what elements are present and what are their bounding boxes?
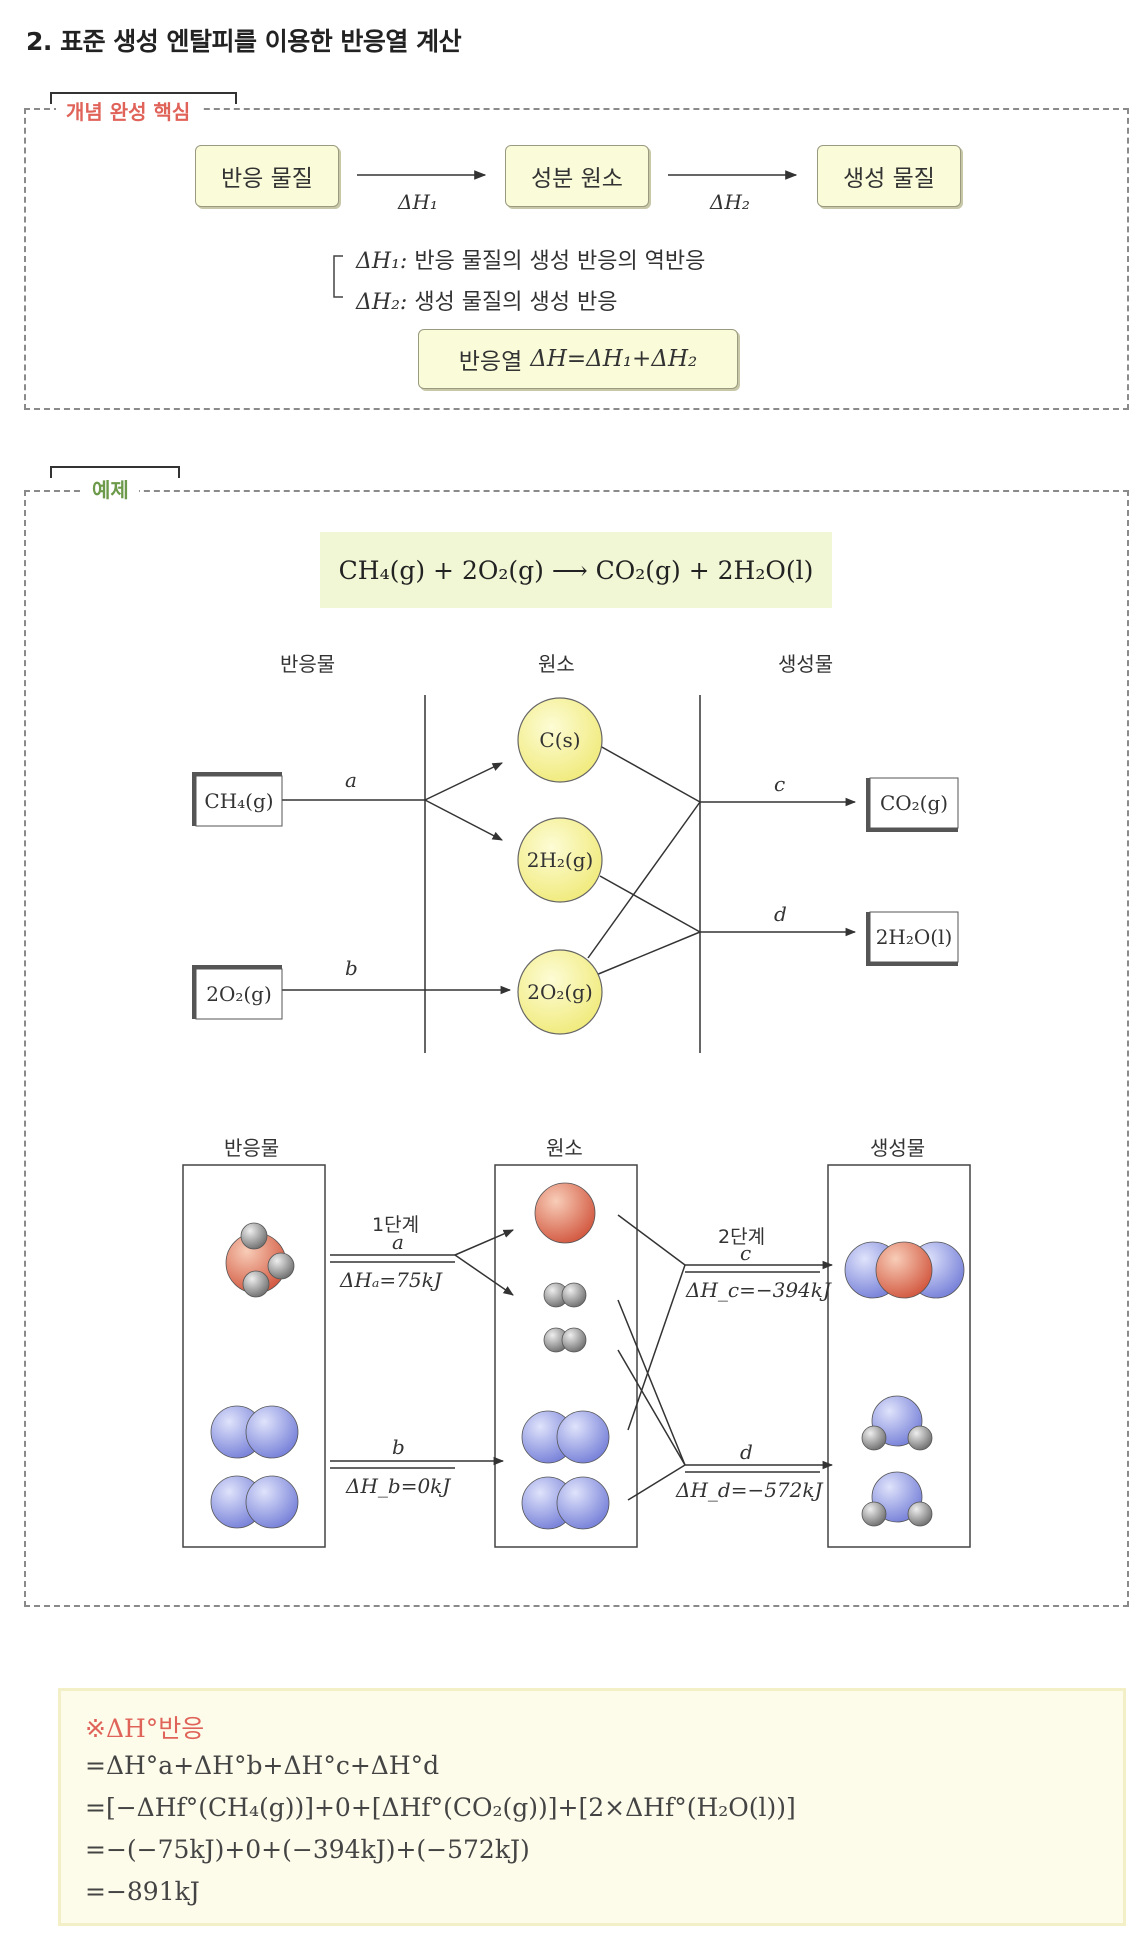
product-co2: CO₂(g) <box>879 791 949 815</box>
reactant-box: 반응 물질 <box>195 145 339 207</box>
element-oxygen-molecule-1 <box>521 1410 610 1464</box>
definition-2-text: 생성 물질의 생성 반응 <box>414 290 618 315</box>
dh1-label: ΔH₁ <box>398 190 438 214</box>
path-d-label: d <box>774 902 787 926</box>
d2-arrow-a-down <box>454 1254 514 1296</box>
path-c-label: c <box>774 772 786 796</box>
d1-col-product: 생성물 <box>778 652 834 676</box>
step1-letter: a <box>392 1230 404 1254</box>
carbon-sphere <box>517 697 603 783</box>
d2-h2-to-dnode <box>617 1299 686 1466</box>
product-h2o: 2H₂O(l) <box>875 925 953 949</box>
definition-1: ΔH₁: 반응 물질의 생성 반응의 역반응 <box>356 243 705 275</box>
ch4-box-frame <box>195 775 283 827</box>
methane-molecule <box>225 1222 295 1298</box>
concept-tag: 개념 완성 핵심 <box>56 96 201 125</box>
note-line-2: =ΔH°a+ΔH°b+ΔH°c+ΔH°d <box>85 1751 440 1780</box>
dh-b-label: ΔH_b=0kJ <box>346 1474 451 1498</box>
element-box: 성분 원소 <box>505 145 649 207</box>
formula-text: ΔH=ΔH₁+ΔH₂ <box>530 346 698 372</box>
equation-box: CH₄(g) + 2O₂(g) ⟶ CO₂(g) + 2H₂O(l) <box>320 532 832 608</box>
page-title: 2. 표준 생성 엔탈피를 이용한 반응열 계산 <box>26 27 462 56</box>
hydrogen-molecule-2 <box>543 1327 587 1353</box>
concept-arrows <box>333 170 798 298</box>
d2-col-element: 원소 <box>546 1136 583 1160</box>
product-box: 생성 물질 <box>817 145 961 207</box>
o2-to-dnode <box>595 931 701 976</box>
step1-label: 1단계 <box>372 1214 420 1236</box>
water-molecule-2 <box>861 1471 933 1527</box>
oxygen-molecule-1 <box>210 1405 299 1459</box>
reactant-ch4: CH₄(g) <box>204 789 274 813</box>
path-a-to-c <box>424 762 503 801</box>
element-h2: 2H₂(g) <box>526 848 594 872</box>
hydrogen-sphere <box>517 817 603 903</box>
concept-section <box>24 108 1129 410</box>
co2-box-frame <box>869 777 959 829</box>
example-tag: 예제 <box>82 474 139 503</box>
d2-arrow-a-up <box>454 1229 514 1256</box>
dh-c-label: ΔH_c=−394kJ <box>686 1278 831 1302</box>
d2-col-product: 생성물 <box>870 1136 926 1160</box>
concept-tag-bracket <box>50 92 237 104</box>
element-o2: 2O₂(g) <box>527 980 593 1004</box>
o2-box-frame <box>195 968 283 1020</box>
step-d-letter: d <box>740 1440 753 1464</box>
dh2-label: ΔH₂ <box>710 190 750 214</box>
calculation-note: ※ΔH°반응 =ΔH°a+ΔH°b+ΔH°c+ΔH°d =[−ΔHf°(CH₄(… <box>58 1688 1126 1926</box>
note-line-3: =[−ΔHf°(CH₄(g))]+0+[ΔHf°(CO₂(g))]+[2×ΔHf… <box>85 1793 796 1822</box>
path-a-to-h2 <box>424 799 503 841</box>
water-molecule-1 <box>861 1395 933 1451</box>
d2-h2b-to-dnode <box>617 1349 686 1466</box>
d2-o2-to-cnode <box>627 1264 686 1431</box>
hydrogen-molecule-1 <box>543 1282 587 1308</box>
dh-a-label: ΔHₐ=75kJ <box>340 1268 442 1292</box>
step-b-letter: b <box>392 1435 405 1459</box>
note-line-5: =−891kJ <box>85 1877 200 1906</box>
step2-label: 2단계 <box>718 1226 766 1248</box>
definition-2: ΔH₂: 생성 물질의 생성 반응 <box>356 284 617 316</box>
oxygen-molecule-2 <box>210 1475 299 1529</box>
d2-o2b-to-dnode <box>627 1464 686 1501</box>
path-b-label: b <box>345 956 358 980</box>
d2-c-to-node <box>617 1214 686 1266</box>
o2-to-cnode <box>587 801 701 959</box>
formula-prefix: 반응열 <box>458 349 523 375</box>
element-c: C(s) <box>539 728 581 752</box>
note-line-4: =−(−75kJ)+0+(−394kJ)+(−572kJ) <box>85 1835 530 1864</box>
dh-d-label: ΔH_d=−572kJ <box>676 1478 823 1502</box>
reactant-o2: 2O₂(g) <box>206 982 272 1006</box>
example-tag-bracket <box>50 466 180 478</box>
h2-to-dnode <box>599 875 701 933</box>
d1-col-element: 원소 <box>538 652 575 676</box>
element-panel <box>494 1164 638 1548</box>
co2-molecule <box>844 1241 965 1299</box>
element-oxygen-molecule-2 <box>521 1476 610 1530</box>
formula-box: 반응열 ΔH=ΔH₁+ΔH₂ <box>418 329 738 389</box>
example-section <box>24 490 1129 1607</box>
h2o-box-frame <box>869 911 959 963</box>
note-line-1: ※ΔH°반응 <box>85 1714 205 1743</box>
carbon-atom <box>534 1182 596 1244</box>
d2-col-reactant: 반응물 <box>224 1136 280 1160</box>
diagram1-lines <box>192 695 959 1053</box>
diagram2-molecules <box>182 1164 971 1548</box>
d1-col-reactant: 반응물 <box>280 652 336 676</box>
definition-bracket <box>333 255 343 298</box>
definition-1-symbol: ΔH₁: <box>356 249 408 274</box>
reaction-equation: CH₄(g) + 2O₂(g) ⟶ CO₂(g) + 2H₂O(l) <box>338 555 814 585</box>
step2-letter: c <box>740 1241 752 1265</box>
c-to-cnode <box>599 745 701 803</box>
definition-2-symbol: ΔH₂: <box>356 290 408 315</box>
oxygen-sphere <box>517 949 603 1035</box>
definition-1-text: 반응 물질의 생성 반응의 역반응 <box>414 249 706 274</box>
path-a-label: a <box>345 768 357 792</box>
product-panel <box>827 1164 971 1548</box>
reactant-panel <box>182 1164 326 1548</box>
